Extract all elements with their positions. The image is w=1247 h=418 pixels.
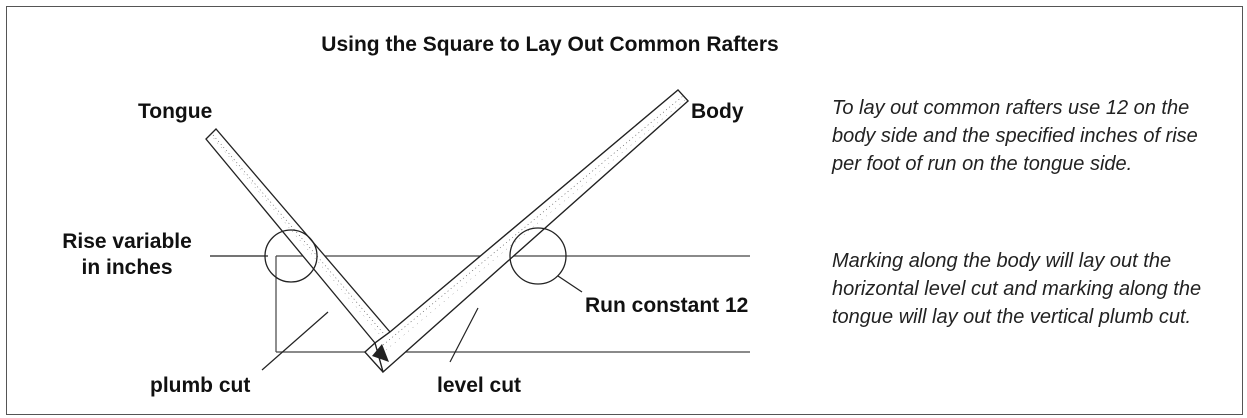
run-label: Run constant 12 <box>585 294 749 317</box>
run-circle <box>509 227 567 285</box>
tongue-label: Tongue <box>138 100 213 123</box>
rise-label-line2: in inches <box>81 256 173 279</box>
level-cut-label: level cut <box>437 374 522 397</box>
plumb-leader <box>261 311 329 371</box>
instruction-paragraph-1: To lay out common rafters use 12 on the … <box>832 97 1198 175</box>
run-leader <box>557 275 583 293</box>
plumb-cut-label: plumb cut <box>150 374 251 397</box>
body-label: Body <box>691 100 744 123</box>
figure-frame <box>6 6 1243 415</box>
heel-logo <box>372 344 389 362</box>
figure-title: Using the Square to Lay Out Common Rafte… <box>321 33 779 56</box>
rise-label-line1: Rise variable <box>62 230 192 253</box>
instruction-paragraph-2: Marking along the body will lay out the … <box>832 250 1202 328</box>
level-leader <box>449 307 479 363</box>
rise-label: Rise variable in inches <box>42 229 212 281</box>
square-tongue <box>205 128 391 344</box>
